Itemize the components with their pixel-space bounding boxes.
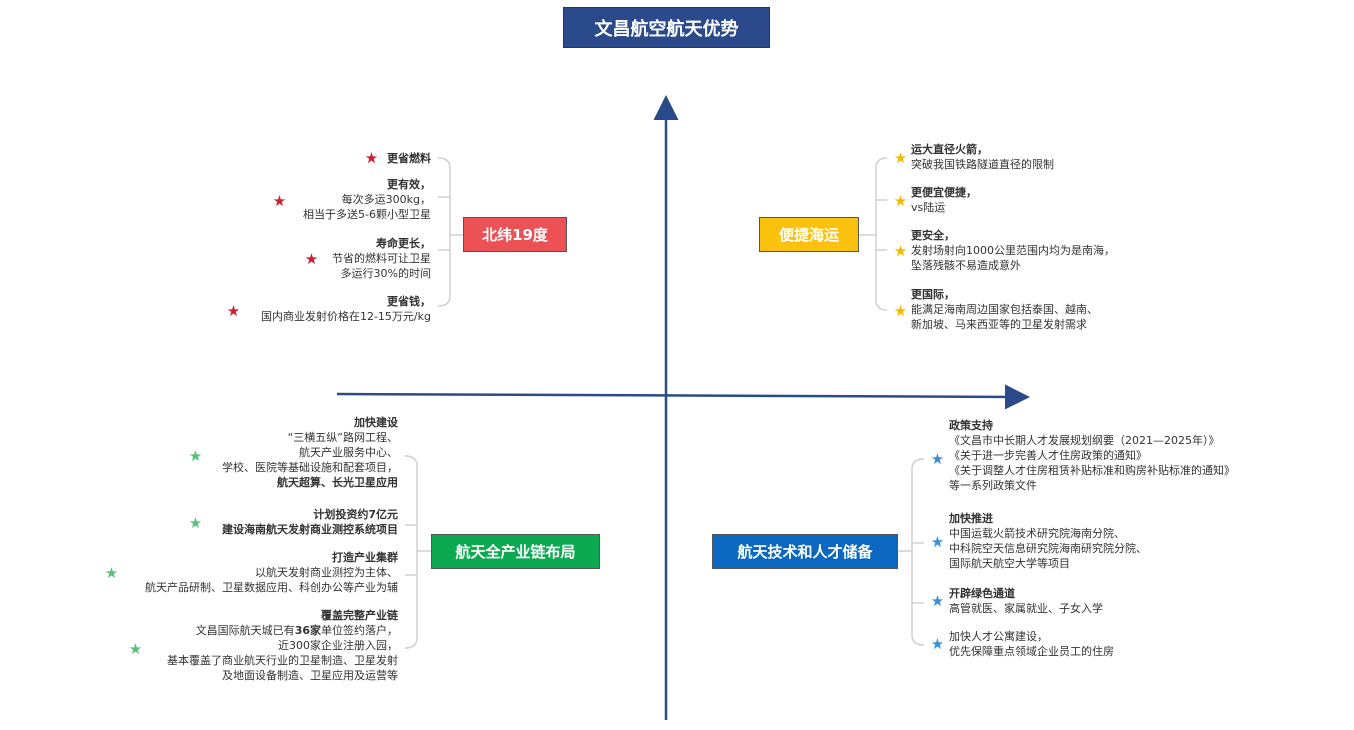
item-text: 建设海南航天发射商业测控系统项目 — [222, 523, 398, 536]
item-text: 每次多运300kg， — [341, 193, 431, 206]
se-item-4: 加快人才公寓建设， 优先保障重点领域企业员工的住房 — [949, 629, 1114, 659]
star-icon: ★ — [188, 514, 203, 532]
item-heading: 更便宜便捷， — [911, 186, 977, 199]
item-text: 航天产业服务中心、 — [299, 446, 398, 459]
quadrant-se-label: 航天技术和人才储备 — [712, 534, 898, 569]
star-icon: ★ — [272, 192, 287, 210]
item-text: 学校、医院等基础设施和配套项目， — [222, 461, 398, 474]
quadrant-ne-label: 便捷海运 — [759, 217, 859, 252]
star-icon: ★ — [304, 250, 319, 268]
item-heading: 加快建设 — [354, 416, 398, 429]
item-text: 高管就医、家属就业、子女入学 — [949, 602, 1103, 615]
sw-item-1: 加快建设 “三横五纵”路网工程、 航天产业服务中心、 学校、医院等基础设施和配套… — [222, 415, 398, 490]
item-text: 中国运载火箭技术研究院海南分院、 — [949, 527, 1125, 540]
item-text: 发射场射向1000公里范围内均为是南海， — [911, 244, 1115, 257]
star-icon: ★ — [893, 149, 908, 167]
item-text: 基本覆盖了商业航天行业的卫星制造、卫星发射 — [167, 654, 398, 667]
ne-item-2: 更便宜便捷， vs陆运 — [911, 185, 977, 215]
item-text: 近300家企业注册入园， — [278, 639, 398, 652]
item-heading: 加快人才公寓建设， — [949, 630, 1048, 643]
sw-item-3: 打造产业集群 以航天发射商业测控为主体、 航天产品研制、卫星数据应用、科创办公等… — [145, 550, 398, 595]
item-text: 航天产品研制、卫星数据应用、科创办公等产业为辅 — [145, 581, 398, 594]
ne-item-1: 运大直径火箭， 突破我国铁路隧道直径的限制 — [911, 142, 1054, 172]
horizontal-axis — [336, 384, 1030, 410]
se-item-2: 加快推进 中国运载火箭技术研究院海南分院、 中科院空天信息研究院海南研究院分院、… — [949, 511, 1147, 571]
star-icon: ★ — [893, 302, 908, 320]
item-heading: 覆盖完整产业链 — [321, 609, 398, 622]
star-icon: ★ — [128, 640, 143, 658]
star-icon: ★ — [930, 533, 945, 551]
item-heading: 更国际， — [911, 288, 955, 301]
item-text: 等一系列政策文件 — [949, 479, 1037, 492]
item-text: 中科院空天信息研究院海南研究院分院、 — [949, 542, 1147, 555]
item-heading: 计划投资约7亿元 — [313, 508, 398, 521]
sw-item-2: 计划投资约7亿元 建设海南航天发射商业测控系统项目 — [222, 507, 398, 537]
ne-item-4: 更国际， 能满足海南周边国家包括泰国、越南、 新加坡、马来西亚等的卫星发射需求 — [911, 287, 1098, 332]
star-icon: ★ — [930, 635, 945, 653]
item-text: 相当于多送5-6颗小型卫星 — [303, 208, 431, 221]
item-text: 航天超算、长光卫星应用 — [277, 476, 398, 489]
item-text: 坠落残骸不易造成意外 — [911, 259, 1021, 272]
star-icon: ★ — [930, 450, 945, 468]
item-text: 新加坡、马来西亚等的卫星发射需求 — [911, 318, 1087, 331]
item-text: 多运行30%的时间 — [340, 267, 431, 280]
nw-item-1: 更省燃料 — [387, 151, 431, 166]
item-text: 国际航天航空大学等项目 — [949, 557, 1070, 570]
item-heading: 运大直径火箭， — [911, 143, 988, 156]
item-heading: 更省钱， — [387, 295, 431, 308]
star-icon: ★ — [226, 302, 241, 320]
item-text: “三横五纵”路网工程、 — [287, 431, 398, 444]
item-heading: 寿命更长， — [376, 237, 431, 250]
item-heading: 加快推进 — [949, 512, 993, 525]
ne-item-3: 更安全， 发射场射向1000公里范围内均为是南海， 坠落残骸不易造成意外 — [911, 228, 1115, 273]
item-text: 《关于调整人才住房租赁补贴标准和购房补贴标准的通知》 — [949, 464, 1235, 477]
star-icon: ★ — [893, 192, 908, 210]
se-item-3: 开辟绿色通道 高管就医、家属就业、子女入学 — [949, 586, 1103, 616]
item-text: 《文昌市中长期人才发展规划纲要（2021—2025年）》 — [949, 434, 1220, 447]
nw-item-4: 更省钱， 国内商业发射价格在12-15万元/kg — [261, 294, 431, 324]
nw-item-2: 更有效， 每次多运300kg， 相当于多送5-6颗小型卫星 — [303, 177, 431, 222]
nw-item-3: 寿命更长， 节省的燃料可让卫星 多运行30%的时间 — [332, 236, 431, 281]
star-icon: ★ — [104, 564, 119, 582]
sw-connector — [404, 455, 431, 649]
item-text: 文昌国际航天城已有36家单位签约落户， — [195, 624, 398, 637]
item-text: 及地面设备制造、卫星应用及运营等 — [222, 669, 398, 682]
item-heading: 开辟绿色通道 — [949, 587, 1015, 600]
item-text: vs陆运 — [911, 201, 946, 214]
star-icon: ★ — [930, 592, 945, 610]
item-heading: 更省燃料 — [387, 152, 431, 165]
item-text: 能满足海南周边国家包括泰国、越南、 — [911, 303, 1098, 316]
quadrant-nw-label: 北纬19度 — [463, 217, 567, 252]
item-text: 优先保障重点领域企业员工的住房 — [949, 645, 1114, 658]
se-item-1: 政策支持 《文昌市中长期人才发展规划纲要（2021—2025年）》 《关于进一步… — [949, 418, 1235, 493]
item-heading: 更安全， — [911, 229, 955, 242]
star-icon: ★ — [893, 242, 908, 260]
quadrant-sw-label: 航天全产业链布局 — [431, 534, 600, 569]
item-heading: 政策支持 — [949, 419, 993, 432]
item-heading: 打造产业集群 — [332, 551, 398, 564]
star-icon: ★ — [188, 447, 203, 465]
nw-connector — [437, 157, 463, 307]
item-heading: 更有效， — [387, 178, 431, 191]
item-text: 《关于进一步完善人才住房政策的通知》 — [949, 449, 1147, 462]
star-icon: ★ — [364, 149, 379, 167]
item-text: 突破我国铁路隧道直径的限制 — [911, 158, 1054, 171]
sw-item-4: 覆盖完整产业链 文昌国际航天城已有36家单位签约落户， 近300家企业注册入园，… — [167, 608, 398, 683]
item-text: 以航天发射商业测控为主体、 — [255, 566, 398, 579]
item-text: 国内商业发射价格在12-15万元/kg — [260, 310, 431, 323]
item-text: 节省的燃料可让卫星 — [332, 252, 431, 265]
se-connector — [898, 458, 925, 646]
page-title: 文昌航空航天优势 — [563, 7, 770, 48]
ne-connector — [859, 157, 888, 311]
